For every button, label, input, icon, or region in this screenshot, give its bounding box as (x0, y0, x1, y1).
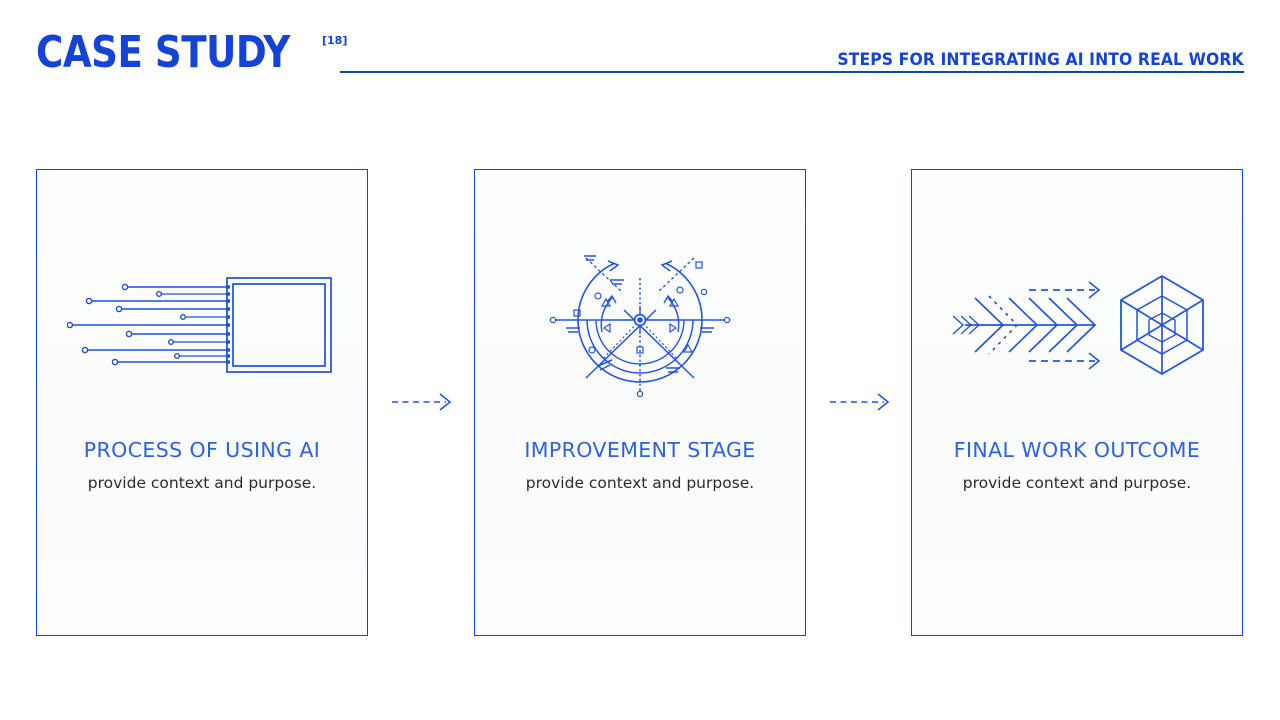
card-final-work-outcome[interactable]: FINAL WORK OUTCOME provide context and p… (911, 169, 1243, 636)
data-streams-into-frame-icon (67, 277, 332, 373)
connector-card2-to-card3 (828, 388, 898, 416)
card-1-description: provide context and purpose. (87, 474, 317, 492)
card-improvement-stage[interactable]: IMPROVEMENT STAGE provide context and pu… (474, 169, 806, 636)
header-subtitle: STEPS FOR INTEGRATING AI INTO REAL WORK (837, 50, 1244, 70)
title-block: CASE STUDY [18] (36, 31, 347, 75)
card-1-title: PROCESS OF USING AI (83, 438, 321, 462)
radial-rotation-diagram-icon (549, 254, 731, 397)
card-2-icon-wrap (475, 245, 805, 405)
card-2-title: IMPROVEMENT STAGE (524, 438, 756, 462)
card-3-icon-wrap (912, 245, 1242, 405)
dashed-arrow-right-icon (392, 393, 452, 411)
header-divider-rule (340, 71, 1244, 73)
page-number-badge: [18] (322, 34, 348, 47)
card-process-of-using-ai[interactable]: PROCESS OF USING AI provide context and … (36, 169, 368, 636)
chevron-arrow-into-hexagon-icon (952, 274, 1204, 375)
page-title: CASE STUDY (36, 27, 290, 78)
card-2-description: provide context and purpose. (525, 474, 755, 492)
page-header: CASE STUDY [18] STEPS FOR INTEGRATING AI… (0, 0, 1280, 100)
dashed-arrow-right-icon (830, 393, 890, 411)
card-3-title: FINAL WORK OUTCOME (953, 438, 1201, 462)
card-3-description: provide context and purpose. (962, 474, 1192, 492)
card-1-icon-wrap (37, 245, 367, 405)
connector-card1-to-card2 (390, 388, 460, 416)
